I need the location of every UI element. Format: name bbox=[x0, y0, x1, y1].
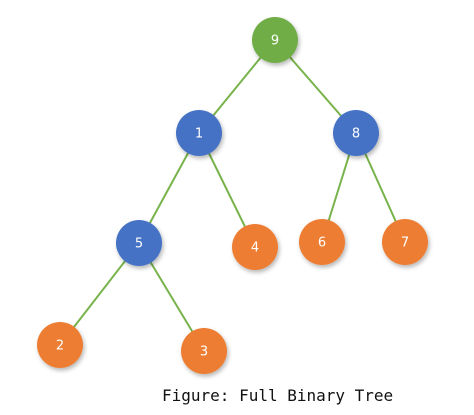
figure-caption: Figure: Full Binary Tree bbox=[162, 386, 394, 405]
tree-node-circle bbox=[232, 224, 278, 270]
tree-node-9: 9 bbox=[252, 17, 298, 63]
tree-node-label: 3 bbox=[200, 345, 208, 360]
tree-node-circle bbox=[181, 328, 227, 374]
tree-node-5: 5 bbox=[116, 220, 162, 266]
tree-node-label: 8 bbox=[352, 127, 360, 142]
tree-node-3: 3 bbox=[181, 328, 227, 374]
tree-node-4: 4 bbox=[232, 224, 278, 270]
tree-node-6: 6 bbox=[299, 219, 345, 265]
tree-node-label: 4 bbox=[251, 241, 259, 256]
tree-node-label: 7 bbox=[401, 236, 409, 251]
tree-node-circle bbox=[382, 219, 428, 265]
tree-node-8: 8 bbox=[333, 110, 379, 156]
tree-node-label: 5 bbox=[135, 237, 143, 252]
tree-node-circle bbox=[116, 220, 162, 266]
tree-node-circle bbox=[37, 322, 83, 368]
tree-node-label: 9 bbox=[271, 34, 279, 49]
tree-nodes: 9 1 8 5 4 6 7 2 3 bbox=[37, 17, 428, 374]
tree-node-1: 1 bbox=[176, 110, 222, 156]
tree-node-circle bbox=[252, 17, 298, 63]
tree-node-2: 2 bbox=[37, 322, 83, 368]
tree-node-7: 7 bbox=[382, 219, 428, 265]
binary-tree-diagram: 9 1 8 5 4 6 7 2 3 bbox=[37, 17, 428, 374]
tree-node-label: 2 bbox=[56, 339, 64, 354]
tree-node-label: 6 bbox=[318, 236, 326, 251]
tree-node-circle bbox=[176, 110, 222, 156]
tree-node-label: 1 bbox=[195, 127, 203, 142]
tree-edges bbox=[59, 39, 406, 352]
tree-node-circle bbox=[299, 219, 345, 265]
tree-node-circle bbox=[333, 110, 379, 156]
